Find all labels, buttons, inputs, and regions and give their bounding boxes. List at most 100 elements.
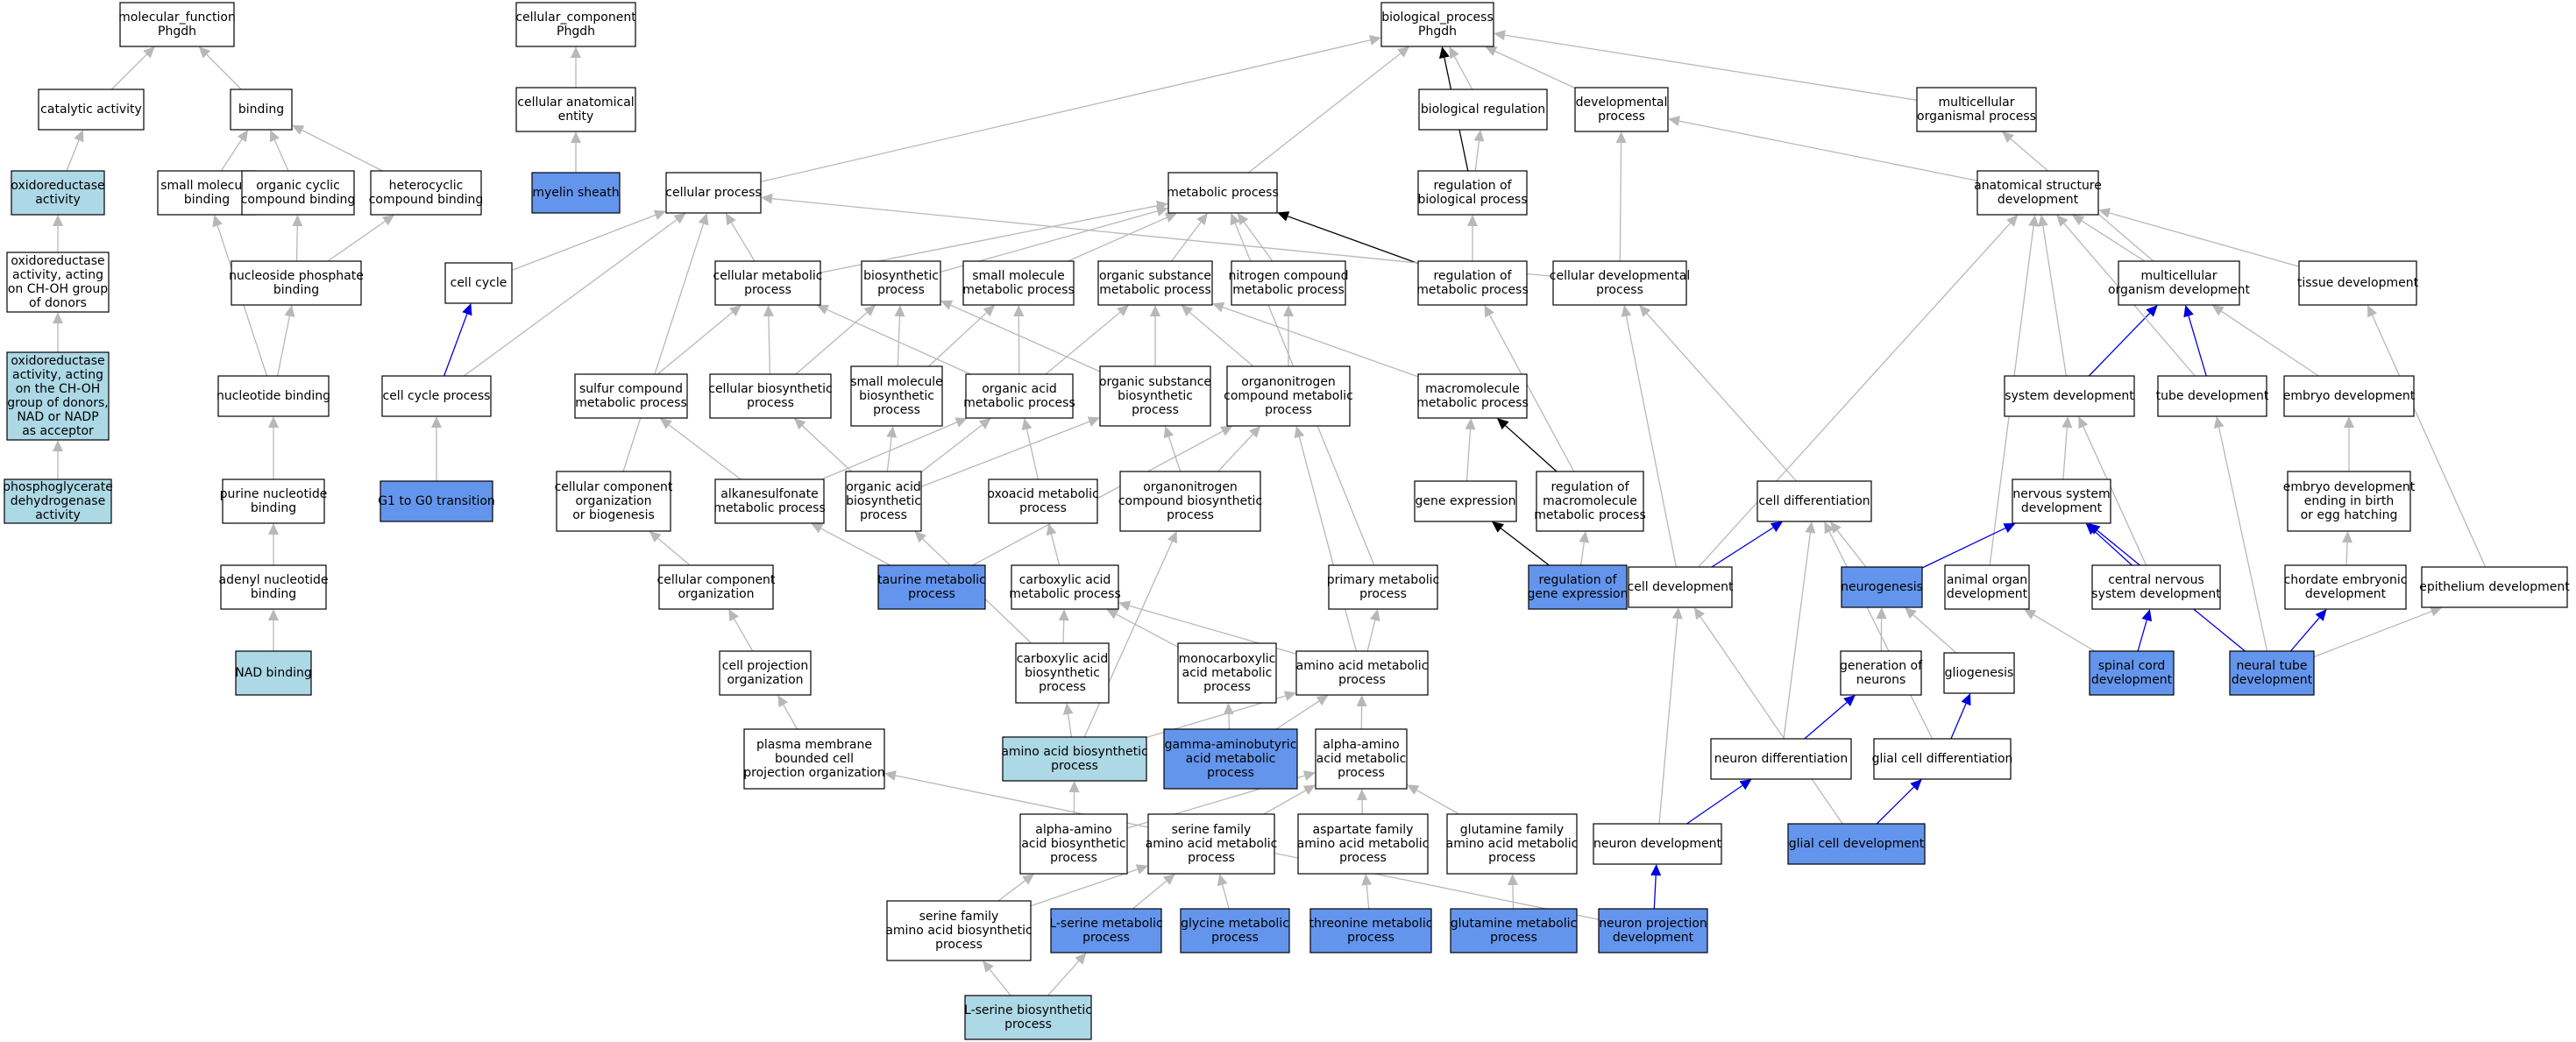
go-term-node-neurdiff[interactable]: neuron differentiation	[1710, 738, 1852, 780]
go-term-node-epidev[interactable]: epithelium development	[2419, 566, 2570, 608]
go-term-node-nadb[interactable]: NAD binding	[235, 650, 312, 696]
go-term-node-glialdev[interactable]: glial cell development	[1787, 823, 1926, 865]
node-label-line: cellular metabolic	[713, 269, 823, 283]
go-term-node-tissue[interactable]: tissue development	[2297, 260, 2419, 306]
edge-is-a-oxred-to-catact	[66, 130, 84, 172]
go-term-node-tubedev[interactable]: tube development	[2156, 375, 2269, 417]
go-term-node-cellproc[interactable]: cellular process	[665, 172, 762, 214]
go-term-node-cellcycle[interactable]: cell cycle	[444, 262, 513, 304]
go-term-node-neurdev[interactable]: neuron development	[1593, 823, 1722, 865]
go-term-node-bioreg[interactable]: biological regulation	[1418, 89, 1548, 131]
go-term-node-celldiff[interactable]: cell differentiation	[1756, 480, 1872, 522]
go-term-node-sysdev[interactable]: system development	[2004, 375, 2135, 417]
go-term-node-geneexp[interactable]: gene expression	[1414, 480, 1517, 522]
go-term-node-glialdiff[interactable]: glial cell differentiation	[1872, 738, 2013, 780]
edge-is-a-aamp-to-primmp	[1366, 609, 1380, 652]
go-term-node-nucb[interactable]: nucleotide binding	[216, 375, 330, 417]
go-term-node-neurogen[interactable]: neurogenesis	[1841, 566, 1923, 608]
go-term-node-metproc[interactable]: metabolic process	[1167, 172, 1279, 214]
go-term-node-glio[interactable]: gliogenesis	[1943, 652, 2015, 694]
go-term-node-catact[interactable]: catalytic activity	[38, 89, 145, 131]
go-term-node-binding[interactable]: binding	[230, 89, 293, 131]
edge-line	[760, 39, 1371, 183]
go-term-node-ccp[interactable]: cell cycle process	[381, 375, 492, 417]
go-term-node-celldev[interactable]: cell development	[1628, 566, 1734, 608]
go-term-node-g1g0[interactable]: G1 to G0 transition	[378, 480, 495, 522]
go-term-node-embdev[interactable]: embryo development	[2283, 375, 2416, 417]
go-term-node-myelin[interactable]: myelin sheath	[531, 172, 621, 214]
